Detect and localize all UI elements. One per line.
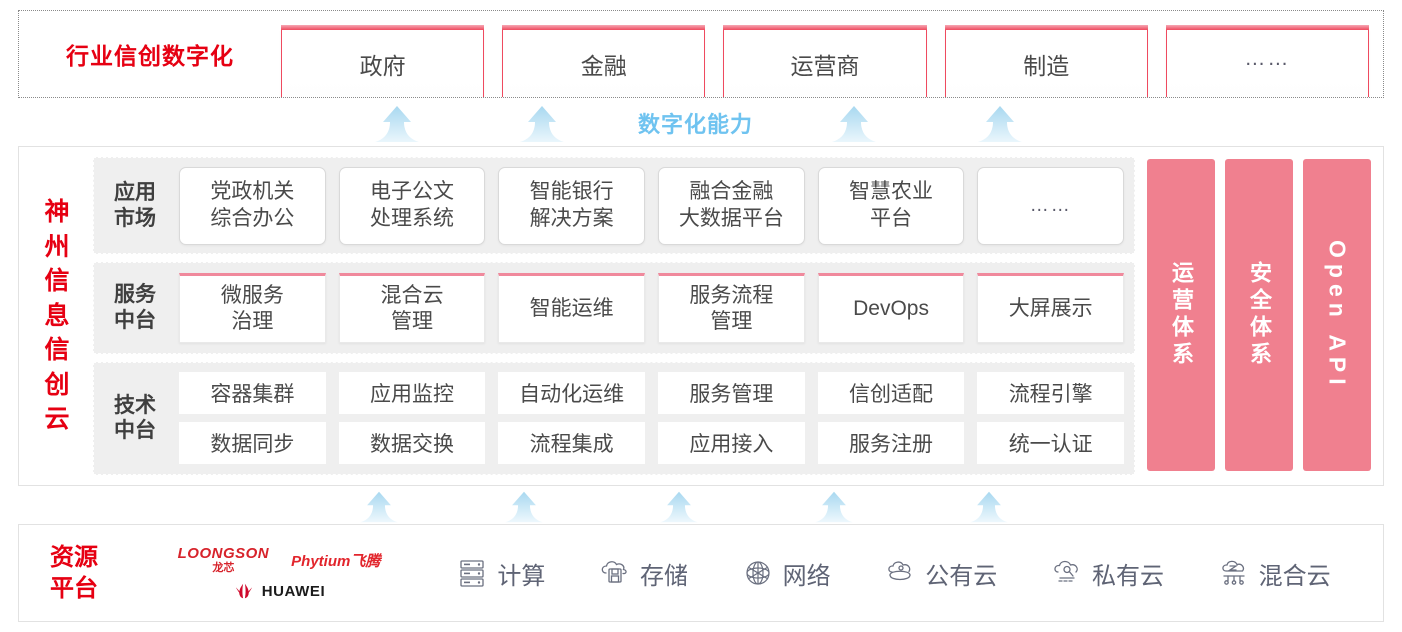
resource-item-label: 混合云 — [1258, 562, 1331, 590]
resource-item-label: 网络 — [782, 562, 831, 590]
resource-platform-panel: 资源 平台 LOONGSON 龙芯 Phytium飞腾 — [18, 524, 1384, 622]
layer-row-service-platform: 服务 中台 微服务 治理 混合云 管 — [93, 262, 1135, 354]
cloud-title-char: 信 — [44, 267, 70, 296]
up-arrow-icon — [978, 106, 1022, 142]
phytium-logo: Phytium飞腾 — [291, 552, 381, 570]
up-arrow-icon — [520, 106, 564, 142]
tech-card-xinchuang-adaptation[interactable]: 信创适配 — [817, 372, 965, 415]
industry-box-more[interactable]: …… — [1165, 25, 1370, 97]
up-arrow-icon — [815, 491, 853, 523]
resource-item-private-cloud[interactable]: 私有云 — [1050, 556, 1164, 591]
tech-card-app-access[interactable]: 应用接入 — [658, 422, 805, 465]
resource-item-label: 存储 — [639, 562, 688, 590]
app-card-gov-office[interactable]: 党政机关 综合办公 — [179, 166, 326, 245]
tech-card-data-sync[interactable]: 数据同步 — [179, 422, 326, 465]
pillar-operation-system[interactable]: 运营体系 — [1147, 159, 1215, 471]
tech-card-app-monitor[interactable]: 应用监控 — [338, 372, 486, 415]
tech-card-service-mgmt[interactable]: 服务管理 — [658, 372, 805, 415]
cloud-storage-icon — [601, 561, 627, 583]
loongson-logo: LOONGSON 龙芯 — [177, 545, 270, 574]
resource-item-label: 计算 — [497, 562, 546, 590]
capability-arrow-strip: 数字化能力 — [18, 100, 1384, 144]
private-cloud-icon — [1054, 560, 1078, 582]
up-arrow-icon — [360, 491, 398, 523]
service-card-devops[interactable]: DevOps — [817, 273, 965, 344]
industry-box-list: 政府 金融 运营商 制造 …… — [281, 11, 1383, 97]
service-card-process-mgmt[interactable]: 服务流程 管理 — [658, 273, 805, 344]
layer-label-app-market: 应用 市场 — [114, 181, 156, 230]
up-arrow-icon — [375, 106, 419, 142]
layer-label-service-platform: 服务 中台 — [114, 283, 156, 333]
resource-item-public-cloud[interactable]: 公有云 — [883, 556, 997, 591]
tech-card-row-2: 数据同步 数据交换 流程集成 应用接入 服务注册 统一认证 — [179, 422, 1125, 465]
industry-box-manufacturing[interactable]: 制造 — [944, 25, 1149, 97]
huawei-logo: HUAWEI — [233, 582, 326, 600]
cloud-title-char: 神 — [44, 198, 70, 227]
resource-item-storage[interactable]: 存储 — [598, 556, 688, 591]
vertical-pillar-group: 运营体系 安全体系 Open API — [1145, 157, 1371, 475]
vendor-logo-row-1: LOONGSON 龙芯 Phytium飞腾 — [178, 546, 381, 574]
huawei-flower-icon — [235, 583, 252, 599]
industry-box-finance[interactable]: 金融 — [502, 25, 706, 97]
cloud-title-char: 信 — [44, 336, 70, 365]
app-card-more[interactable]: …… — [977, 166, 1125, 245]
cloud-title-char: 息 — [44, 301, 70, 330]
app-card-smart-agriculture[interactable]: 智慧农业 平台 — [817, 166, 965, 245]
tech-card-row-1: 容器集群 应用监控 自动化运维 服务管理 信创适配 流程引擎 — [179, 372, 1125, 415]
cloud-platform-title: 神 州 信 息 信 创 云 — [19, 147, 87, 485]
resource-item-network[interactable]: 网络 — [741, 556, 831, 591]
vendor-logo-row-2: HUAWEI — [233, 582, 326, 600]
cloud-platform-body: 应用 市场 党政机关 综合办公 电子公文 — [87, 147, 1383, 485]
cloud-title-char: 创 — [44, 370, 70, 399]
cloud-platform-panel: 神 州 信 息 信 创 云 应用 市场 党政机关 — [18, 146, 1384, 486]
huawei-logo-text: HUAWEI — [261, 582, 326, 600]
tech-card-unified-auth[interactable]: 统一认证 — [977, 422, 1125, 465]
tech-card-process-engine[interactable]: 流程引擎 — [977, 372, 1125, 415]
app-card-smart-bank[interactable]: 智能银行 解决方案 — [498, 166, 646, 245]
cloud-layer-rows: 应用 市场 党政机关 综合办公 电子公文 — [93, 157, 1135, 475]
industry-band: 行业信创数字化 政府 金融 运营商 制造 …… — [18, 10, 1384, 98]
hybrid-cloud-icon — [1221, 560, 1245, 585]
industry-box-operator[interactable]: 运营商 — [723, 25, 927, 97]
service-card-hybrid-cloud-mgmt[interactable]: 混合云 管理 — [338, 273, 486, 344]
resource-item-label: 公有云 — [925, 562, 998, 590]
pillar-security-system[interactable]: 安全体系 — [1225, 159, 1293, 471]
up-arrow-icon — [505, 491, 543, 523]
service-card-microservice-governance[interactable]: 微服务 治理 — [179, 273, 326, 344]
network-icon — [746, 561, 770, 585]
tech-card-data-exchange[interactable]: 数据交换 — [338, 422, 486, 465]
resource-item-compute[interactable]: 计算 — [455, 556, 545, 591]
app-market-card-list: 党政机关 综合办公 电子公文 处理系统 智能银行 — [179, 166, 1125, 245]
public-cloud-icon — [888, 561, 911, 581]
up-arrow-icon — [832, 106, 876, 142]
industry-box-government[interactable]: 政府 — [281, 25, 485, 97]
server-icon — [460, 560, 484, 587]
pillar-open-api[interactable]: Open API — [1303, 159, 1371, 471]
tech-card-process-integration[interactable]: 流程集成 — [498, 422, 646, 465]
tech-card-container-cluster[interactable]: 容器集群 — [179, 372, 326, 415]
resource-platform-title: 资源 平台 — [50, 543, 98, 602]
tech-card-grid: 容器集群 应用监控 自动化运维 服务管理 信创适配 流程引擎 数据同步 数据交换… — [179, 371, 1125, 466]
tech-card-automation-ops[interactable]: 自动化运维 — [498, 372, 646, 415]
layer-row-tech-platform: 技术 中台 容器集群 应用监控 自动化运维 服务管理 信创适配 流程引擎 — [93, 361, 1135, 475]
capability-label: 数字化能力 — [638, 112, 754, 137]
cloud-title-char: 州 — [44, 232, 70, 261]
vendor-logo-group: LOONGSON 龙芯 Phytium飞腾 HUAWEI — [129, 546, 429, 600]
layer-row-app-market: 应用 市场 党政机关 综合办公 电子公文 — [93, 157, 1135, 255]
resource-item-label: 私有云 — [1091, 562, 1164, 590]
service-card-intelligent-ops[interactable]: 智能运维 — [498, 273, 646, 344]
layer-label-tech-platform: 技术 中台 — [114, 393, 156, 443]
cloud-title-char: 云 — [44, 405, 70, 434]
industry-band-title: 行业信创数字化 — [66, 43, 234, 69]
app-card-edoc-system[interactable]: 电子公文 处理系统 — [338, 166, 486, 245]
up-arrow-icon — [660, 491, 698, 523]
app-card-fin-bigdata[interactable]: 融合金融 大数据平台 — [658, 166, 805, 245]
service-card-list: 微服务 治理 混合云 管理 智能运维 — [179, 271, 1125, 344]
resource-item-list: 计算 存储 — [429, 556, 1383, 591]
up-arrow-icon — [970, 491, 1008, 523]
service-card-dashboard[interactable]: 大屏展示 — [977, 273, 1125, 344]
resource-item-hybrid-cloud[interactable]: 混合云 — [1217, 556, 1331, 591]
tech-card-service-registry[interactable]: 服务注册 — [817, 422, 965, 465]
resource-arrow-strip — [18, 488, 1384, 524]
